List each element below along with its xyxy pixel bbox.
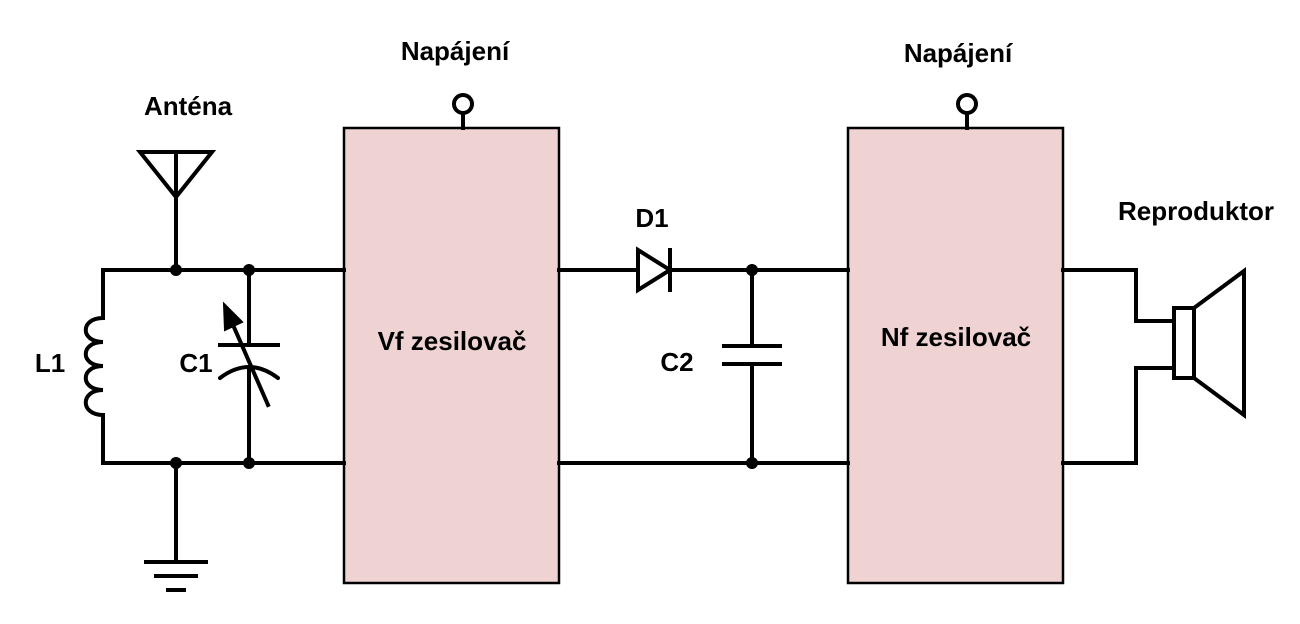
power-terminal-right — [956, 93, 978, 130]
inductor-l1 — [83, 316, 105, 417]
variable-capacitor-c1 — [218, 301, 280, 408]
speaker-label: Reproduktor — [1118, 196, 1274, 226]
junction-dot — [170, 264, 182, 276]
power-label-left: Napájení — [401, 36, 510, 66]
diode-label: D1 — [635, 203, 668, 233]
speaker-symbol — [1172, 267, 1246, 419]
junction-dot — [746, 457, 758, 469]
inductor-label: L1 — [35, 348, 65, 378]
power-label-right: Napájení — [904, 38, 1013, 68]
junction-dot — [243, 264, 255, 276]
af-amplifier-block — [846, 126, 1065, 585]
rf-amplifier-block — [342, 126, 561, 585]
junction-dot — [746, 264, 758, 276]
antenna-symbol — [135, 150, 217, 272]
ground-symbol — [144, 560, 208, 592]
detector-wiring — [557, 268, 850, 465]
antenna-label: Anténa — [144, 91, 233, 121]
power-terminal-left — [452, 93, 474, 130]
af-amplifier-label: Nf zesilovač — [881, 322, 1031, 352]
junction-dot — [170, 457, 182, 469]
input-wiring — [101, 268, 346, 564]
junction-dot — [243, 457, 255, 469]
diode-d1 — [636, 246, 674, 294]
capacitor-c2 — [722, 344, 782, 366]
speaker-wiring — [1061, 268, 1176, 465]
capacitor2-label: C2 — [660, 347, 693, 377]
capacitor1-label: C1 — [179, 348, 212, 378]
rf-amplifier-label: Vf zesilovač — [378, 326, 527, 356]
